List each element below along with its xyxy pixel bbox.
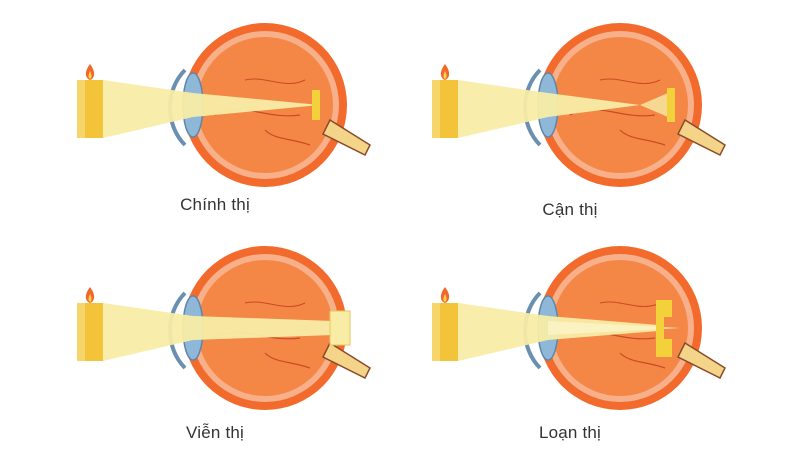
- eye-illustration-normal: [77, 23, 371, 187]
- image-on-retina: [667, 88, 675, 122]
- optic-nerve: [321, 118, 371, 157]
- light-beam-diverging: [640, 90, 675, 120]
- optic-nerve: [321, 341, 371, 380]
- eye-illustration-myopia: [432, 23, 726, 187]
- candle-icon: [432, 64, 458, 138]
- focus-behind-retina: [329, 310, 351, 346]
- optic-nerve: [676, 341, 726, 380]
- light-beam-incoming: [458, 303, 548, 361]
- eye-illustration-hyperopia: [77, 246, 371, 410]
- blurred-image-on-retina: [656, 300, 672, 357]
- optic-nerve: [676, 118, 726, 157]
- caption-normal-vision: Chính thị: [180, 195, 250, 214]
- light-beam-refracted: [193, 316, 333, 340]
- eye-illustration-astigmatism: [432, 246, 726, 410]
- caption-myopia: Cận thị: [542, 200, 598, 219]
- light-beam-refracted: [193, 93, 320, 117]
- image-on-retina: [312, 90, 320, 120]
- candle-icon: [432, 287, 458, 361]
- caption-astigmatism: Loạn thị: [538, 423, 602, 442]
- panel-astigmatism: Loạn thị: [420, 245, 760, 470]
- light-beam-refracted-2: [548, 321, 680, 335]
- panel-myopia: Cận thị: [420, 20, 760, 245]
- candle-icon: [77, 64, 103, 138]
- refraction-diagram: Chính thị: [65, 20, 760, 442]
- caption-hyperopia: Viễn thị: [186, 423, 244, 442]
- light-beam-incoming: [103, 303, 193, 361]
- panel-hyperopia: Viễn thị: [65, 245, 405, 470]
- candle-icon: [77, 287, 103, 361]
- light-beam-refracted: [548, 93, 640, 117]
- light-beam-incoming: [103, 80, 193, 138]
- panel-normal-vision: Chính thị: [65, 20, 405, 245]
- light-beam-incoming: [458, 80, 548, 138]
